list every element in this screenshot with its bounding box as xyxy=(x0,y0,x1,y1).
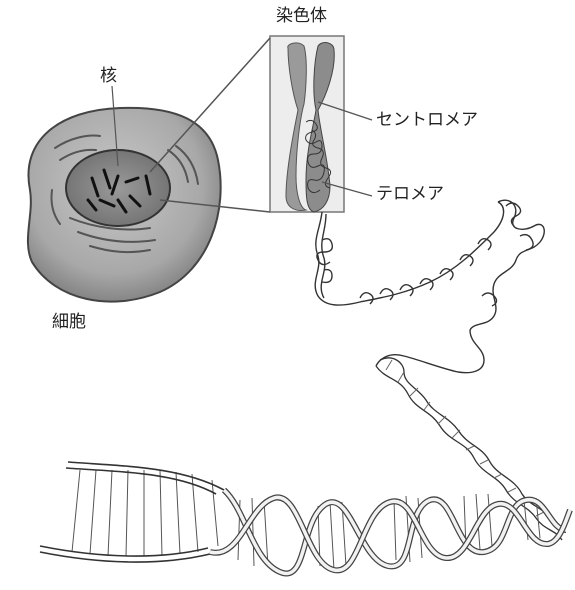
small-double-helix xyxy=(376,358,562,540)
chromosome-label: 染色体 xyxy=(276,8,327,25)
telomere-label: テロメア xyxy=(376,186,444,203)
cell-label: 細胞 xyxy=(52,314,86,331)
base-pairs xyxy=(72,470,540,570)
nucleus-label: 核 xyxy=(100,68,117,85)
centromere-label: セントロメア xyxy=(376,112,478,129)
large-dna-helix xyxy=(40,462,570,573)
chromatin-fiber xyxy=(315,200,544,372)
